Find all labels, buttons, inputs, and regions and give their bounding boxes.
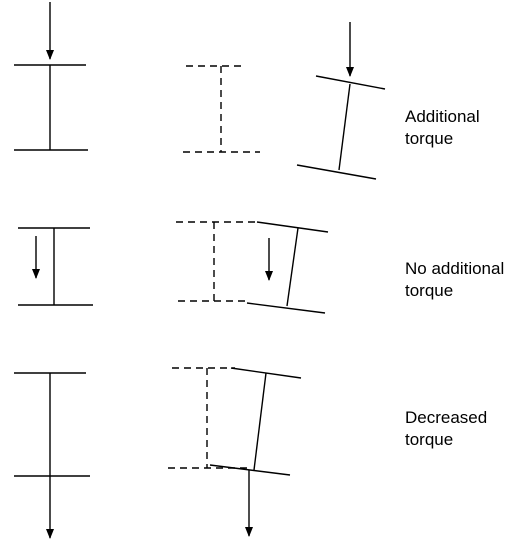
- row1-original-position-dashed: [183, 65, 260, 153]
- label-no-additional-torque-line1: No additional: [405, 259, 505, 278]
- row3-original-position-dashed: [168, 367, 250, 469]
- row1-deflected-ibeam: [296, 75, 386, 180]
- label-decreased-torque-line1: Decreased: [405, 408, 488, 427]
- row2-reference-ibeam: [18, 227, 93, 306]
- row2-deflected-ibeam: [246, 221, 329, 314]
- row3-reference-ibeam: [14, 372, 90, 477]
- label-decreased-torque-line2: torque: [405, 430, 454, 449]
- label-no-additional-torque-line2: torque: [405, 281, 454, 300]
- label-additional-torque-line2: torque: [405, 129, 454, 148]
- label-no-additional-torque: No additional torque: [405, 258, 504, 302]
- row1-reference-ibeam: [14, 64, 88, 151]
- label-additional-torque-line1: Additional: [405, 107, 480, 126]
- label-additional-torque: Additional torque: [405, 106, 480, 150]
- label-decreased-torque: Decreased torque: [405, 407, 487, 451]
- row2-original-position-dashed: [176, 221, 257, 302]
- row3-deflected-ibeam: [209, 367, 302, 476]
